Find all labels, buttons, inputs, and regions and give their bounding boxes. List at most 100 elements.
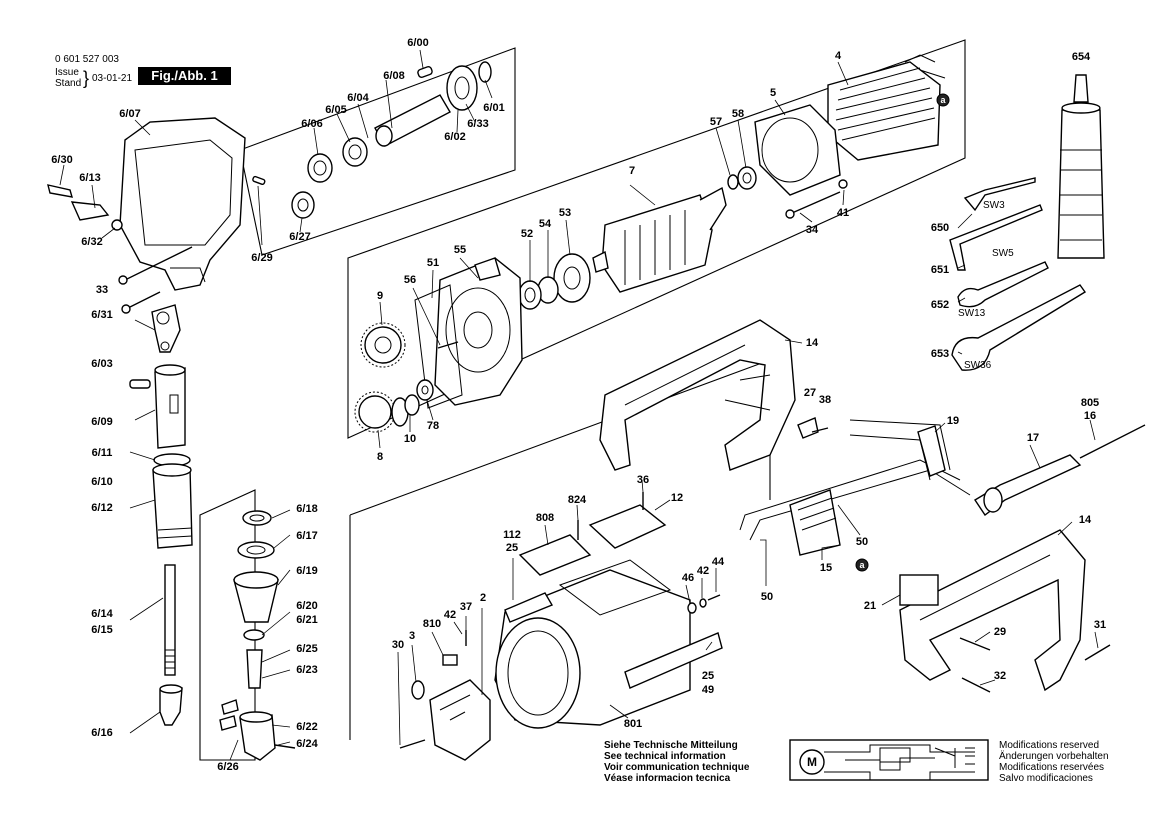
technical-notice-en: See technical information [604,751,726,762]
wrench-sw13 [957,261,1049,308]
wiring-schematic [789,739,989,781]
screw-38 [811,427,829,433]
label-6-05: 6/05 [325,104,347,116]
insert-19 [917,425,946,477]
technical-notice-de: Siehe Technische Mitteilung [604,740,738,751]
label-6-13: 6/13 [79,172,101,184]
label-29: 29 [993,626,1007,638]
label-824: 824 [567,494,587,506]
field-coil-4 [827,54,946,161]
bearing-10 [404,394,420,416]
date: 03-01-21 [92,73,133,84]
pin-6-09 [129,379,151,389]
label-6-01: 6/01 [483,102,505,114]
fan-cover-5 [754,104,841,196]
label-6-26: 6/26 [217,761,239,773]
brush-holder-2 [429,679,491,761]
label-6-30: 6/30 [51,154,73,166]
label-112: 112 [503,529,521,541]
group-frame-motor [347,39,966,439]
label-32: 32 [993,670,1007,682]
screw-30 [399,739,426,749]
label-49: 49 [701,684,715,696]
rating-plate-25 [624,632,723,689]
marker-a-label-1: a [940,95,946,105]
label-808 [518,534,592,576]
label-37: 37 [459,601,473,613]
motor-housing-801 [494,559,691,729]
label-14-lower: 14 [1078,514,1092,526]
bearing-78 [416,379,434,401]
label-44: 44 [711,556,725,568]
label-650: 650 [930,222,950,234]
pinion-8 [354,391,409,433]
label-6-15: 6/15 [91,624,113,636]
die-assembly [219,510,296,761]
label-9: 9 [376,290,384,302]
label-653: 653 [930,348,950,360]
label-53: 53 [558,207,572,219]
modifications-es: Salvo modificaciones [999,773,1093,784]
label-6-04: 6/04 [347,92,369,104]
label-5: 5 [769,87,777,99]
leader-lines [59,49,1099,761]
label-31: 31 [1093,619,1107,631]
handle-upper-14 [599,319,796,471]
label-6-23: 6/23 [296,664,318,676]
screw-6-31 [121,291,161,314]
plunger-6-11 [154,364,186,449]
head-housing [119,117,246,291]
label-17: 17 [1026,432,1040,444]
screw-34 [785,191,841,219]
label-112 [504,592,554,623]
label-8: 8 [376,451,384,463]
screw-41 [838,179,848,189]
label-6-17: 6/17 [296,530,318,542]
switch-15 [789,489,841,556]
bearing-6-27 [291,191,315,219]
bearing-6-06 [307,153,333,183]
screw-32 [961,677,991,693]
handle-lower-14 [899,529,1086,692]
hex-key-sw5 [949,204,1043,271]
label-808: 808 [535,512,555,524]
label-6-11: 6/11 [91,447,113,459]
label-78: 78 [426,420,440,432]
label-6-18: 6/18 [296,503,318,515]
modifications-fr: Modifications reservées [999,762,1105,773]
gear-housing-55 [434,257,523,406]
label-6-27: 6/27 [289,231,311,243]
stand-label: Stand [55,78,82,89]
connecting-rod-6-03 [151,304,181,353]
label-19: 19 [946,415,960,427]
label-6-22: 6/22 [296,721,318,733]
label-15: 15 [819,562,833,574]
label-6-29: 6/29 [251,252,273,264]
clip-27 [797,417,819,439]
gear-9 [360,322,406,368]
pin-6-29 [252,175,266,186]
label-21: 21 [863,600,877,612]
punch-rod-6-14 [164,564,176,676]
marker-a-2 [855,558,869,572]
bearing-58 [737,166,757,190]
washers-46-42-44 [687,594,721,614]
label-6-25: 6/25 [296,643,318,655]
label-2: 2 [479,592,487,604]
figure-label: Fig./Abb. 1 [138,67,231,85]
screw-56 [437,341,459,349]
label-58: 58 [731,108,745,120]
label-46: 46 [681,572,695,584]
label-51: 51 [426,257,440,269]
label-6-09: 6/09 [91,416,113,428]
label-25-lower: 25 [701,670,715,682]
label-33: 33 [95,284,109,296]
label-6-19: 6/19 [296,565,318,577]
label-38: 38 [818,394,832,406]
long-screw-33 [118,246,193,285]
cable-guard [983,487,1003,513]
hex-key-sw3 [963,177,1036,212]
armature-7 [592,186,727,293]
part-number: 0 601 527 003 [55,54,119,65]
